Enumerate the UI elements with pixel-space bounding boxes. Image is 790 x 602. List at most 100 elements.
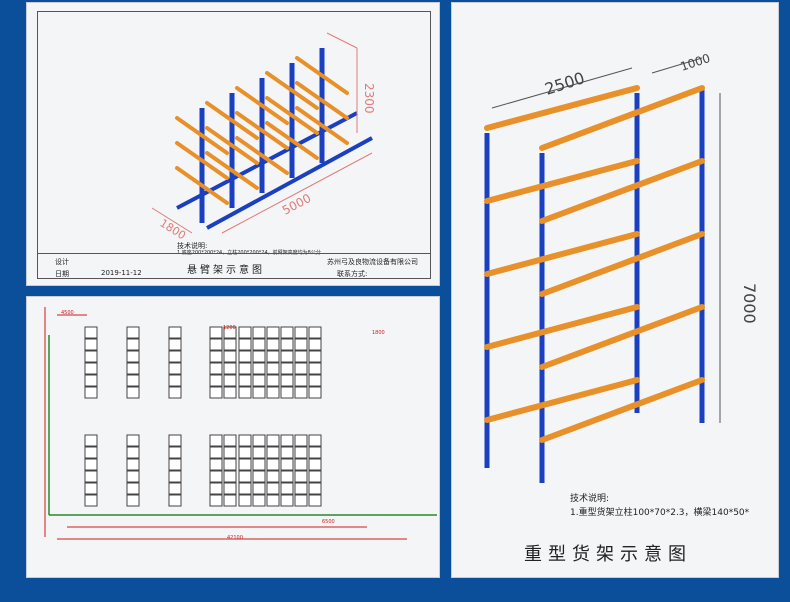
- rack-cell: [223, 374, 237, 387]
- rack-cell: [280, 458, 294, 471]
- cantilever-title: 悬臂架示意图: [187, 265, 265, 276]
- heavy-rack-panel: 2500 1000 7000 技术说明: 1.重型货架立柱100*70*2.3，…: [451, 2, 779, 578]
- rack-cell: [294, 446, 308, 459]
- rack-cell: [223, 350, 237, 363]
- rack-cell: [168, 434, 182, 447]
- rack-cell: [238, 434, 252, 447]
- cantilever-rack-panel: 2300 5000 1800 技术说明: 1.底座200*200*24，立柱20…: [26, 2, 440, 286]
- rack-cell: [223, 446, 237, 459]
- rack-cell: [84, 386, 98, 399]
- rack-cell: [266, 446, 280, 459]
- date-value: 2019-11-12: [101, 269, 142, 277]
- floor-plan-dim: 6500: [322, 519, 335, 525]
- rack-cell: [252, 374, 266, 387]
- rack-cell: [209, 374, 223, 387]
- heavy-dim-height: 7000: [740, 283, 759, 324]
- floor-plan-dim: 1800: [372, 330, 385, 336]
- rack-cell: [280, 338, 294, 351]
- rack-cell: [252, 470, 266, 483]
- rack-cell: [238, 362, 252, 375]
- rack-cell: [308, 374, 322, 387]
- rack-cell: [238, 338, 252, 351]
- rack-cell: [126, 482, 140, 495]
- rack-cell: [266, 350, 280, 363]
- rack-cell: [252, 494, 266, 507]
- date-label: 日期: [55, 270, 69, 278]
- rack-cell: [168, 326, 182, 339]
- rack-cell: [266, 374, 280, 387]
- rack-cell: [209, 362, 223, 375]
- floor-plan-dim: 4500: [61, 310, 74, 316]
- rack-cell: [209, 338, 223, 351]
- rack-cell: [223, 458, 237, 471]
- rack-cell: [238, 446, 252, 459]
- rack-cell: [266, 326, 280, 339]
- rack-cell: [238, 494, 252, 507]
- cantilever-dim-top: 2300: [362, 83, 376, 114]
- rack-cell: [223, 326, 237, 339]
- rack-cell: [266, 362, 280, 375]
- heavy-notes-line: 1.重型货架立柱100*70*2.3，横梁140*50*: [570, 508, 750, 518]
- floor-plan-panel: 4500 1200 1800 6500 42100: [26, 296, 440, 578]
- rack-cell: [126, 386, 140, 399]
- rack-cell: [126, 458, 140, 471]
- rack-cell: [252, 458, 266, 471]
- rack-cell: [294, 482, 308, 495]
- rack-cell: [252, 350, 266, 363]
- rack-cell: [280, 362, 294, 375]
- rack-cell: [266, 434, 280, 447]
- rack-cell: [223, 494, 237, 507]
- rack-cell: [252, 386, 266, 399]
- heavy-notes-title: 技术说明:: [570, 494, 610, 504]
- rack-cell: [308, 326, 322, 339]
- rack-cell: [308, 482, 322, 495]
- rack-cell: [126, 350, 140, 363]
- heavy-dim-length: 2500: [542, 68, 587, 99]
- rack-cell: [308, 362, 322, 375]
- rack-cell: [294, 362, 308, 375]
- rack-cell: [280, 386, 294, 399]
- rack-cell: [84, 482, 98, 495]
- rack-cell: [294, 434, 308, 447]
- rack-cell: [266, 458, 280, 471]
- title-block: 设计 日期 2019-11-12 悬臂架示意图 苏州弓及良物流设备有限公司 联系…: [37, 253, 431, 280]
- rack-cell: [126, 434, 140, 447]
- rack-cell: [238, 458, 252, 471]
- rack-cell: [294, 350, 308, 363]
- rack-cell: [209, 458, 223, 471]
- rack-cell: [209, 386, 223, 399]
- rack-cell: [308, 458, 322, 471]
- heavy-title: 重型货架示意图: [524, 544, 692, 565]
- rack-cell: [238, 470, 252, 483]
- rack-cell: [223, 434, 237, 447]
- rack-cell: [280, 350, 294, 363]
- rack-cell: [84, 374, 98, 387]
- heavy-rack-drawing: 2500 1000 7000: [484, 51, 759, 483]
- rack-cell: [280, 494, 294, 507]
- rack-cell: [209, 470, 223, 483]
- rack-cell: [168, 482, 182, 495]
- rack-cell: [168, 386, 182, 399]
- rack-cell: [84, 326, 98, 339]
- rack-cell: [209, 446, 223, 459]
- rack-cell: [168, 494, 182, 507]
- rack-cell: [209, 350, 223, 363]
- rack-cell: [126, 470, 140, 483]
- rack-cell: [308, 446, 322, 459]
- rack-cell: [209, 482, 223, 495]
- rack-cell: [266, 338, 280, 351]
- rack-cell: [168, 350, 182, 363]
- rack-cell: [294, 458, 308, 471]
- cantilever-notes-title: 技术说明:: [177, 242, 208, 250]
- rack-cell: [280, 446, 294, 459]
- rack-cell: [252, 326, 266, 339]
- rack-cell: [238, 386, 252, 399]
- rack-cell: [294, 374, 308, 387]
- rack-cell: [294, 338, 308, 351]
- rack-cell: [308, 434, 322, 447]
- rack-cell: [126, 326, 140, 339]
- rack-cell: [84, 350, 98, 363]
- rack-cell: [294, 386, 308, 399]
- rack-cell: [223, 362, 237, 375]
- rack-cell: [209, 434, 223, 447]
